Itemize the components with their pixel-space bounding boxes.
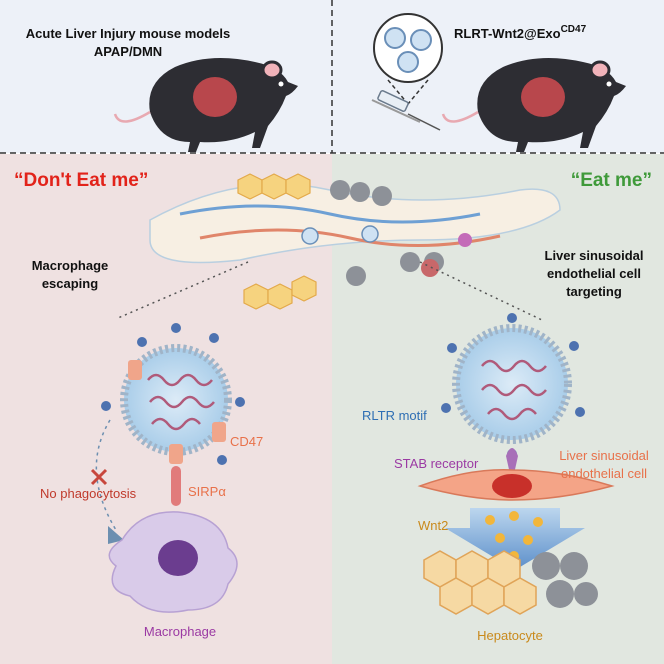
stab-receptor bbox=[506, 448, 518, 474]
stab-label: STAB receptor bbox=[394, 456, 479, 471]
damaged-hepatocytes bbox=[532, 552, 598, 608]
hepatocyte-icon bbox=[423, 550, 537, 615]
no-phagocytosis-label: No phagocytosis bbox=[40, 486, 137, 501]
endothelial-cell-icon bbox=[417, 469, 615, 501]
top-left-title-line1: Acute Liver Injury mouse models bbox=[26, 26, 230, 41]
exosome-icon bbox=[373, 13, 443, 105]
lsec-label-line2: endothelial cell bbox=[561, 466, 647, 481]
macrophage-label: Macrophage bbox=[144, 624, 216, 639]
escape-label-line2: escaping bbox=[42, 276, 98, 291]
cd47-label: CD47 bbox=[230, 434, 263, 449]
mouse-icon bbox=[113, 58, 298, 152]
lsec-label-line1: Liver sinusoidal bbox=[559, 448, 649, 463]
formula-sup: CD47 bbox=[561, 24, 587, 35]
top-left-title-line2: APAP/DMN bbox=[94, 44, 162, 59]
syringe-icon bbox=[371, 90, 441, 131]
wnt2-arrow bbox=[445, 508, 585, 570]
exosome-icon bbox=[441, 313, 585, 459]
sirpa-receptor bbox=[171, 466, 181, 506]
hepatocyte-label: Hepatocyte bbox=[477, 628, 543, 643]
left-heading: “Don't Eat me” bbox=[14, 170, 148, 191]
right-heading: “Eat me” bbox=[571, 170, 652, 191]
macrophage-icon bbox=[108, 511, 238, 613]
wnt2-label: Wnt2 bbox=[418, 518, 448, 533]
phagocytosis-arrowhead bbox=[108, 526, 124, 544]
mouse-icon bbox=[441, 58, 626, 152]
target-label-line2: endothelial cell bbox=[547, 266, 641, 281]
sinusoid-illustration bbox=[149, 173, 561, 310]
escape-label-line1: Macrophage bbox=[32, 258, 109, 273]
sirpa-label: SIRPα bbox=[188, 484, 226, 499]
exosome-icon bbox=[101, 323, 245, 465]
right-pointer-line bbox=[419, 261, 543, 321]
wnt2-particles bbox=[485, 511, 543, 561]
target-label-line1: Liver sinusoidal bbox=[545, 248, 644, 263]
formula-main: RLRT-Wnt2@ExoCD47 bbox=[454, 24, 587, 41]
cross-icon bbox=[90, 468, 108, 486]
target-label-line3: targeting bbox=[566, 284, 622, 299]
rltr-label: RLTR motif bbox=[362, 408, 427, 423]
